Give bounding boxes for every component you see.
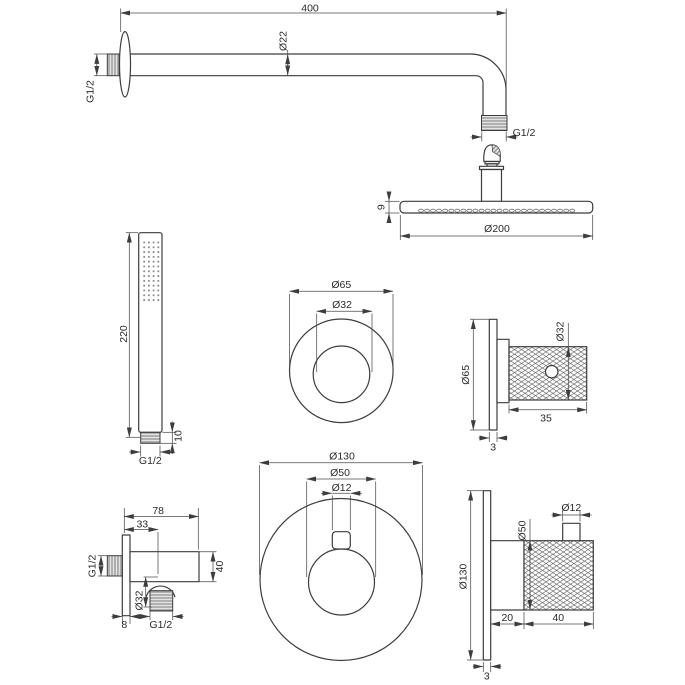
head-connector-body xyxy=(480,168,503,203)
arm-head-thread-fitting xyxy=(481,115,508,131)
dim-outlet-inlet-thread: G1/2 xyxy=(87,554,99,577)
small-valve-outer-circle xyxy=(288,318,394,424)
dim-large-side-plate: Ø130 xyxy=(458,563,470,589)
view-hand-shower: 220 10 G1/2 xyxy=(118,232,185,467)
dim-outlet-offset: 33 xyxy=(136,519,148,531)
dim-small-side-thickness: 3 xyxy=(490,442,496,454)
view-valve-large-side: Ø130 Ø12 Ø50 20 40 xyxy=(458,490,594,683)
large-valve-housing xyxy=(490,540,525,611)
hand-shower-thread-base xyxy=(140,431,161,444)
dim-large-side-lengths-lines xyxy=(490,612,594,629)
view-valve-small-front: Ø65 Ø32 xyxy=(288,279,394,424)
dim-head-diameter-lines xyxy=(399,215,594,240)
dim-small-side-thickness-lines xyxy=(478,432,508,442)
outlet-inlet-thread xyxy=(106,555,123,577)
view-valve-large-front: Ø130 Ø50 Ø12 xyxy=(259,451,423,662)
dim-hand-shower-base: 10 xyxy=(173,430,185,442)
large-valve-knurled-knob xyxy=(523,540,594,611)
dim-arm-length: 400 xyxy=(301,3,319,15)
arm-wall-thread-fitting xyxy=(106,53,120,77)
dim-outlet-offset-lines xyxy=(123,527,159,574)
dim-small-side-depth: 35 xyxy=(540,413,552,425)
dim-head-diameter: Ø200 xyxy=(484,223,510,235)
dim-outlet-height: 40 xyxy=(214,561,226,573)
dim-small-front-inner-lines xyxy=(316,308,373,372)
dim-large-front-lever-lines xyxy=(321,490,362,530)
dim-small-side-depth-lines xyxy=(508,402,588,414)
dim-arm-wall-thread: G1/2 xyxy=(85,80,97,103)
dim-hand-shower-length-lines xyxy=(125,232,141,438)
dim-large-side-thickness-lines xyxy=(472,662,502,672)
dim-hand-shower-thread-lines xyxy=(129,445,172,457)
dim-arm-wall-thread-lines xyxy=(94,53,107,77)
shower-head-nozzles xyxy=(418,208,576,213)
dim-outlet-width: 78 xyxy=(152,505,164,517)
small-valve-inner-circle xyxy=(312,345,371,404)
dim-head-thickness: 9 xyxy=(376,204,388,210)
small-valve-housing xyxy=(496,338,510,404)
outlet-body xyxy=(129,551,200,583)
dim-large-side-knob: Ø50 xyxy=(517,520,529,540)
large-valve-lever-stub xyxy=(562,522,581,542)
small-valve-plate xyxy=(488,318,498,431)
ball-joint-thread-wedge xyxy=(491,144,501,158)
dim-small-front-outer: Ø65 xyxy=(331,279,351,291)
dim-large-side-plate-lines xyxy=(467,490,483,661)
large-valve-lever-end xyxy=(331,531,351,550)
large-valve-outer-circle xyxy=(259,497,423,662)
wall-flange xyxy=(118,31,132,98)
dim-outlet-height-lines xyxy=(199,551,217,583)
outlet-thread xyxy=(149,590,174,612)
dim-hand-shower-length: 220 xyxy=(118,325,130,343)
dim-hand-shower-base-lines xyxy=(160,421,177,454)
dim-large-front-outer-lines xyxy=(259,460,423,575)
dim-large-front-lever: Ø12 xyxy=(332,482,352,494)
dim-outlet-plate-thickness-lines xyxy=(111,614,141,624)
dim-large-side-knob-length: 40 xyxy=(552,612,564,624)
dim-outlet-boss: Ø32 xyxy=(134,590,146,610)
dim-large-front-inner-lines xyxy=(306,476,377,577)
dim-large-side-lever-lines xyxy=(551,511,592,522)
view-shower-arm-head: 400 Ø22 G1/2 G1/2 9 xyxy=(85,3,594,240)
dim-arm-diameter: Ø22 xyxy=(278,31,290,51)
small-valve-knob-button xyxy=(544,364,559,379)
dim-large-side-lever: Ø12 xyxy=(561,502,581,514)
dim-outlet-plate-thickness: 8 xyxy=(121,619,127,631)
dim-small-side-plate-lines xyxy=(470,318,489,431)
dim-arm-head-thread: G1/2 xyxy=(513,127,536,139)
dim-large-side-base-length: 20 xyxy=(501,612,513,624)
dim-small-front-inner: Ø32 xyxy=(332,299,352,311)
dim-small-front-outer-lines xyxy=(289,288,394,368)
dim-outlet-boss-lines xyxy=(143,576,158,608)
dim-outlet-thread: G1/2 xyxy=(149,619,172,631)
dim-large-front-inner: Ø50 xyxy=(330,467,350,479)
large-valve-plate xyxy=(482,490,492,661)
dim-outlet-thread-lines xyxy=(139,611,184,620)
outlet-plate xyxy=(121,534,131,617)
dim-large-front-outer: Ø130 xyxy=(329,451,355,463)
shower-arm xyxy=(129,53,507,117)
view-wall-outlet: 78 33 G1/2 Ø32 40 xyxy=(87,505,227,631)
small-valve-knurled-knob xyxy=(508,346,588,401)
dim-head-thickness-lines xyxy=(385,191,400,223)
dim-large-side-thickness: 3 xyxy=(484,671,490,683)
dim-hand-shower-thread: G1/2 xyxy=(139,455,162,467)
dim-small-side-plate: Ø65 xyxy=(460,365,472,385)
view-valve-small-side: Ø65 Ø32 35 3 xyxy=(460,318,588,454)
dim-outlet-inlet-thread-lines xyxy=(98,555,107,577)
dim-arm-head-thread-lines xyxy=(470,131,518,142)
large-valve-inner-circle xyxy=(307,548,376,616)
dim-small-side-knob: Ø32 xyxy=(555,321,567,341)
hand-shower-spray-grid xyxy=(143,241,160,302)
dim-arm-length-lines xyxy=(120,8,507,88)
